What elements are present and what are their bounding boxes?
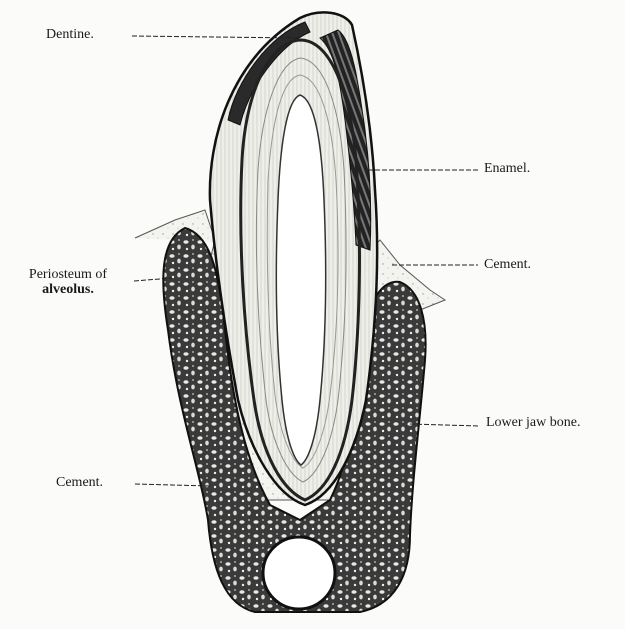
label-cement-upper: Cement. [484,257,531,272]
label-periosteum: Periosteum of alveolus. [6,267,130,297]
label-periosteum-line2: alveolus. [6,282,130,297]
pulp-cavity [276,95,325,465]
label-lower-jaw-bone: Lower jaw bone. [486,415,580,430]
foramen-circle [263,537,335,609]
label-periosteum-line1: Periosteum of [6,267,130,282]
label-dentine: Dentine. [46,27,94,42]
label-enamel: Enamel. [484,161,530,176]
label-cement-lower: Cement. [56,475,103,490]
